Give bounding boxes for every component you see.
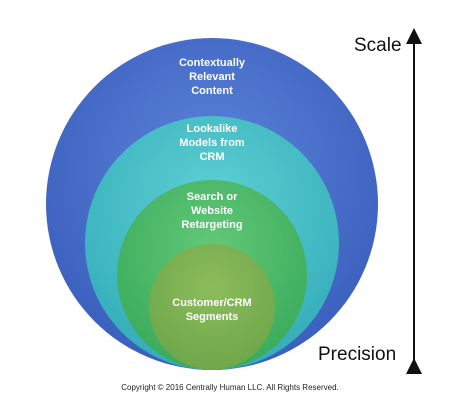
- circle-second-label: Lookalike Models from CRM: [142, 122, 282, 164]
- circle-inner: [149, 244, 275, 370]
- circle-outer-line-1: Contextually: [178, 57, 245, 69]
- circle-second-line-2: Models from: [179, 137, 245, 149]
- copyright-notice: Copyright © 2016 Centrally Human LLC. Al…: [121, 383, 339, 392]
- circle-inner-line-1: Customer/CRM: [172, 297, 252, 309]
- precision-label: Precision: [318, 344, 397, 365]
- scale-label: Scale: [354, 35, 402, 56]
- circle-inner-label: Customer/CRM Segments: [142, 296, 282, 324]
- circle-inner-line-2: Segments: [185, 311, 239, 323]
- circle-third-line-2: Website: [191, 205, 233, 217]
- circle-third-line-3: Retargeting: [181, 219, 243, 231]
- circle-second-line-3: CRM: [199, 151, 225, 163]
- circle-outer-label: Contextually Relevant Content: [142, 56, 282, 98]
- circle-outer-line-2: Relevant: [189, 71, 235, 83]
- circle-third-label: Search or Website Retargeting: [142, 190, 282, 232]
- circle-outer-line-3: Content: [191, 85, 233, 97]
- circle-third-line-1: Search or: [186, 191, 238, 203]
- circle-second-line-1: Lookalike: [186, 123, 238, 135]
